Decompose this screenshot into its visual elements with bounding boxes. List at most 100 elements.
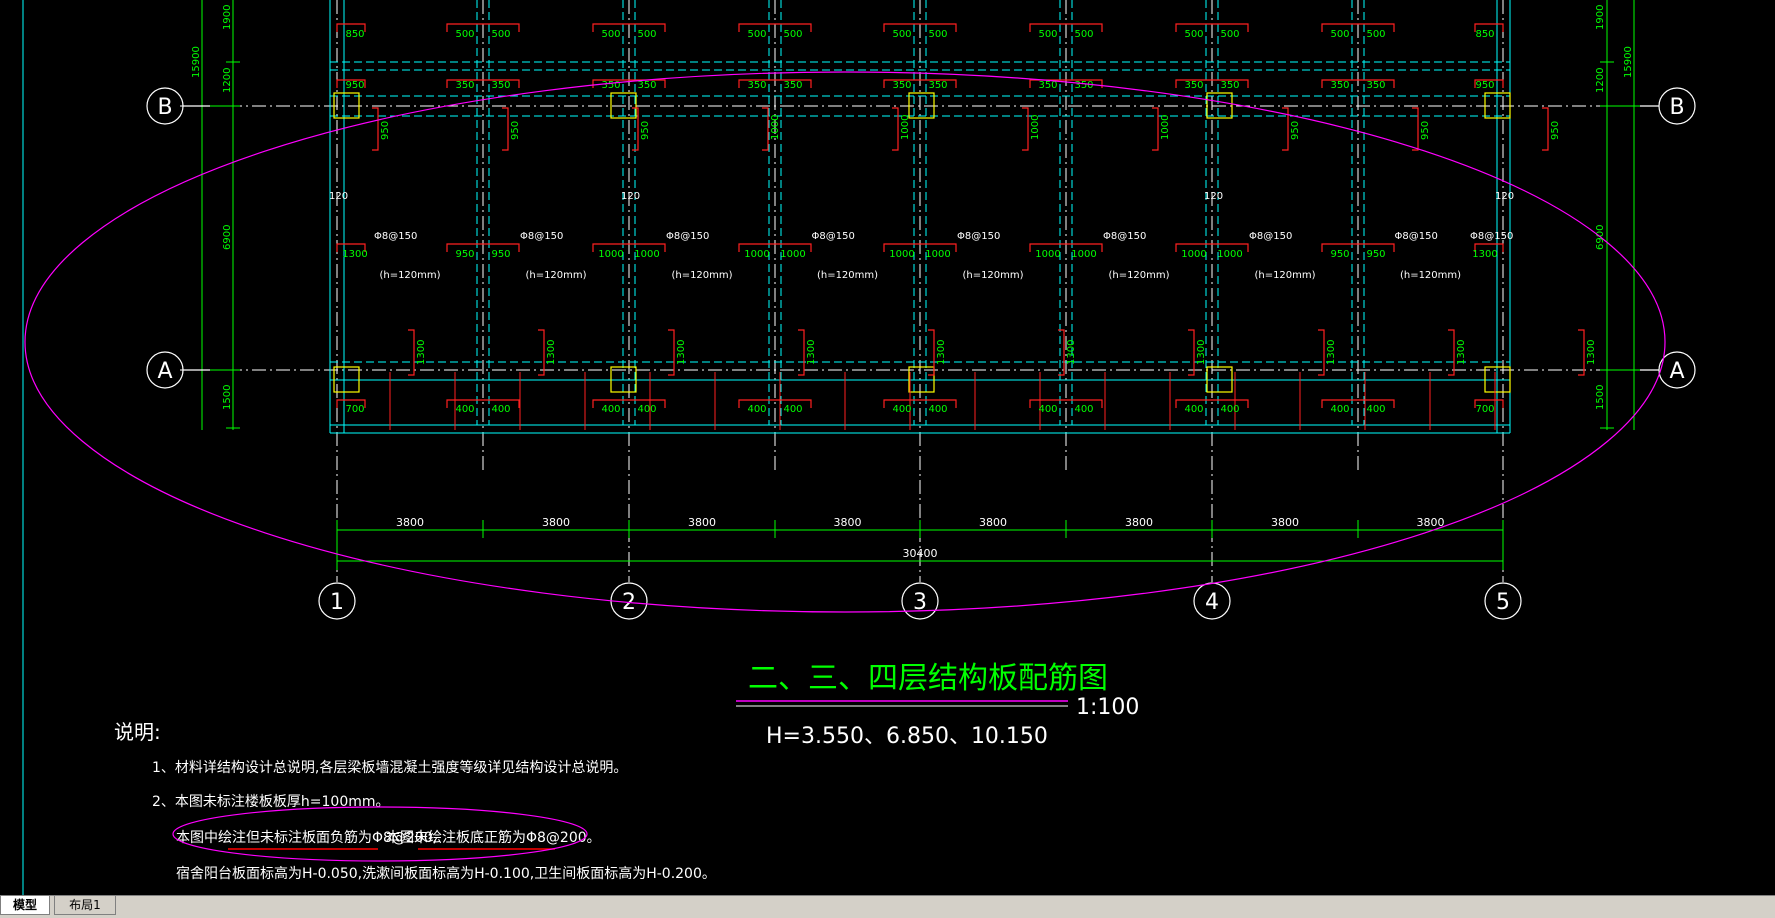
highlight-ellipse (24, 71, 1666, 613)
rebar-vertical-a-length-8: 1300 (1456, 340, 1467, 365)
rebar-length-2-8a: 1300 (1472, 249, 1497, 260)
rebar-vertical-top-2 (632, 107, 639, 151)
rebar-vertical-a-3 (798, 329, 805, 376)
rebar-length-1-6a: 350 (1184, 80, 1203, 91)
rebar-length-2-6b: 1000 (1217, 249, 1242, 260)
rebar-length-2-5a: 1000 (1035, 249, 1060, 260)
rebar-negative-3-6 (1175, 399, 1249, 408)
rebar-vertical-a-9 (1578, 329, 1585, 376)
rebar-length-0-4b: 500 (928, 29, 947, 40)
note-highlight-ellipse (172, 806, 588, 862)
tab-layout1[interactable]: 布局1 (54, 896, 116, 915)
rebar-negative-1-3 (738, 79, 812, 88)
rebar-vertical-length-0: 950 (380, 121, 391, 140)
grid-bubble-a-left[interactable]: A (157, 359, 172, 384)
edge-thickness-0: 120 (329, 191, 348, 202)
rebar-length-1-1a: 350 (455, 80, 474, 91)
rebar-length-3-8a: 700 (1475, 404, 1494, 415)
rebar-vertical-a-length-6: 1300 (1196, 340, 1207, 365)
tab-model[interactable]: 模型 (0, 896, 50, 915)
total-dimension: 30400 (903, 547, 938, 560)
elevation-list: H=3.550、6.850、10.150 (766, 724, 1048, 749)
rebar-negative-2-7 (1321, 243, 1395, 252)
grid-bubble-3[interactable]: 3 (913, 590, 927, 615)
rebar-negative-2-6 (1175, 243, 1249, 252)
rebar-vertical-length-9: 950 (1550, 121, 1561, 140)
rebar-vertical-a-6 (1188, 329, 1195, 376)
grid-bubble-a-right[interactable]: A (1669, 359, 1684, 384)
rebar-length-1-4a: 350 (892, 80, 911, 91)
rebar-vertical-a-5 (1058, 329, 1065, 376)
rebar-negative-3-4 (883, 399, 957, 408)
right-dim-15900: 15900 (1623, 46, 1634, 78)
bay-dimension-4: 3800 (834, 516, 862, 529)
rebar-negative-2-2 (592, 243, 666, 252)
rebar-vertical-a-8 (1448, 329, 1455, 376)
drawing-title[interactable]: 二、三、四层结构板配筋图 (748, 661, 1108, 696)
rebar-length-1-3b: 350 (783, 80, 802, 91)
right-dim-1900: 1900 (1595, 5, 1606, 30)
rebar-negative-1-0 (336, 79, 366, 88)
rebar-negative-1-4 (883, 79, 957, 88)
slab-thickness-5: (h=120mm) (1108, 270, 1169, 281)
slab-thickness-1: (h=120mm) (525, 270, 586, 281)
grid-bubble-b-left[interactable]: B (157, 95, 172, 120)
rebar-negative-0-6 (1175, 23, 1249, 32)
rebar-negative-1-1 (446, 79, 520, 88)
rebar-length-0-6a: 500 (1184, 29, 1203, 40)
rebar-vertical-length-4: 1000 (900, 115, 911, 140)
rebar-length-3-0b: 700 (345, 404, 364, 415)
rebar-negative-3-5 (1029, 399, 1103, 408)
rebar-vertical-a-length-5: 1300 (1066, 340, 1077, 365)
slab-rebar-spec-1: Φ8@150 (520, 231, 563, 242)
right-dim-1200: 1200 (1595, 68, 1606, 93)
rebar-length-0-7a: 500 (1330, 29, 1349, 40)
slab-thickness-7: (h=120mm) (1400, 270, 1461, 281)
rebar-vertical-a-length-9: 1300 (1586, 340, 1597, 365)
rebar-negative-2-4 (883, 243, 957, 252)
grid-bubble-4[interactable]: 4 (1205, 590, 1219, 615)
rebar-length-2-3a: 1000 (744, 249, 769, 260)
slab-rebar-spec-0: Φ8@150 (374, 231, 417, 242)
rebar-length-2-2a: 1000 (598, 249, 623, 260)
grid-bubble-b-right[interactable]: B (1669, 95, 1684, 120)
slab-rebar-spec-6: Φ8@150 (1249, 231, 1292, 242)
rebar-vertical-top-5 (1022, 107, 1029, 151)
rebar-length-1-0b: 950 (345, 80, 364, 91)
grid-bubble-1[interactable]: 1 (330, 590, 344, 615)
rebar-length-0-5b: 500 (1074, 29, 1093, 40)
rebar-vertical-top-7 (1282, 107, 1289, 151)
rebar-length-2-4b: 1000 (925, 249, 950, 260)
slab-thickness-3: (h=120mm) (817, 270, 878, 281)
rebar-length-2-0b: 1300 (342, 249, 367, 260)
rebar-vertical-length-2: 950 (640, 121, 651, 140)
note-line-4: 宿舍阳台板面标高为H-0.050,洗漱间板面标高为H-0.100,卫生间板面标高… (176, 865, 716, 882)
rebar-vertical-a-7 (1318, 329, 1325, 376)
rebar-vertical-a-0 (408, 329, 415, 376)
edge-thickness-2: 120 (1204, 191, 1223, 202)
rebar-length-0-2b: 500 (637, 29, 656, 40)
rebar-length-2-1a: 950 (455, 249, 474, 260)
cad-model-space[interactable]: 1900 1200 6900 1500 15900 1900 1200 6900… (0, 0, 1775, 895)
rebar-negative-1-6 (1175, 79, 1249, 88)
edge-thickness-1: 120 (621, 191, 640, 202)
rebar-length-0-2a: 500 (601, 29, 620, 40)
rebar-vertical-a-length-4: 1300 (936, 340, 947, 365)
rebar-negative-1-2 (592, 79, 666, 88)
rebar-vertical-a-length-2: 1300 (676, 340, 687, 365)
left-dim-1200: 1200 (222, 68, 233, 93)
rebar-vertical-a-1 (538, 329, 545, 376)
rebar-length-2-2b: 1000 (634, 249, 659, 260)
rebar-length-3-6b: 400 (1220, 404, 1239, 415)
rebar-length-2-5b: 1000 (1071, 249, 1096, 260)
rebar-length-3-6a: 400 (1184, 404, 1203, 415)
rebar-group (336, 23, 1585, 430)
rebar-negative-3-0 (336, 399, 366, 408)
rebar-length-1-5a: 350 (1038, 80, 1057, 91)
bay-dimension-6: 3800 (1125, 516, 1153, 529)
rebar-length-1-5b: 350 (1074, 80, 1093, 91)
grid-bubble-5[interactable]: 5 (1496, 590, 1510, 615)
rebar-negative-0-5 (1029, 23, 1103, 32)
rebar-vertical-a-length-7: 1300 (1326, 340, 1337, 365)
rebar-negative-2-0 (336, 243, 366, 252)
